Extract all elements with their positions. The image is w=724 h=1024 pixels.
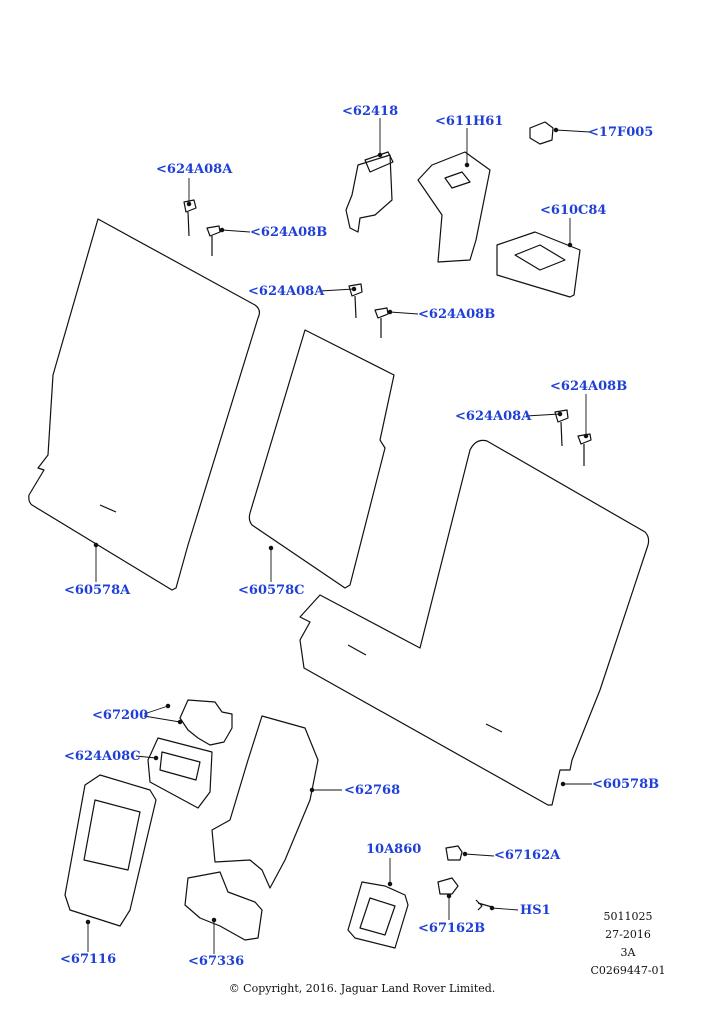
armrest-cover-62768 (211, 715, 319, 889)
callout-67200[interactable]: <67200 (92, 708, 149, 723)
callout-60578b[interactable]: <60578B (592, 777, 660, 792)
callout-10a860[interactable]: 10A860 (366, 842, 422, 857)
bracket-62418 (345, 154, 393, 233)
screw-set (183, 199, 592, 466)
callout-67336[interactable]: <67336 (188, 954, 245, 969)
copyright-notice: © Copyright, 2016. Jaguar Land Rover Lim… (228, 982, 496, 995)
plug-67162a (445, 845, 463, 861)
mechanism-67336 (184, 871, 263, 941)
callout-67162a[interactable]: <67162A (494, 848, 561, 863)
seat-back-panel-60578a (28, 218, 261, 591)
cover-611h61 (417, 151, 491, 263)
callout-624a08b-top[interactable]: <624A08B (250, 225, 328, 240)
diagram-date-code: 27-2016 (605, 928, 651, 941)
panel-tab-a (99, 504, 117, 513)
diagram-revision: 3A (620, 946, 636, 959)
callout-62768[interactable]: <62768 (344, 783, 401, 798)
callout-60578c[interactable]: <60578C (238, 583, 305, 598)
callout-611h61[interactable]: <611H61 (435, 114, 504, 129)
screw-hs1 (475, 899, 493, 911)
callout-17f005[interactable]: <17F005 (588, 125, 654, 140)
callout-60578a[interactable]: <60578A (64, 583, 131, 598)
bracket-67200 (179, 699, 233, 746)
callout-624a08a-mid[interactable]: <624A08A (248, 284, 325, 299)
seat-back-panel-60578b (299, 439, 650, 806)
panel-tab-b (485, 723, 503, 733)
diagram-ref-number: 5011025 (603, 910, 653, 923)
callout-624a08a-right[interactable]: <624A08A (455, 409, 532, 424)
seat-back-panel-60578c (248, 329, 395, 589)
diagram-image-code: C0269447-01 (590, 964, 666, 977)
callout-624a08b-mid[interactable]: <624A08B (418, 307, 496, 322)
callout-624a08a-top[interactable]: <624A08A (156, 162, 233, 177)
callout-624a08b-right[interactable]: <624A08B (550, 379, 628, 394)
armrest-base-67116 (64, 774, 157, 927)
unit-10a860 (347, 881, 409, 949)
callout-hs1[interactable]: HS1 (520, 903, 551, 918)
callout-67162b[interactable]: <67162B (418, 921, 486, 936)
leader-lines (85, 118, 592, 954)
callout-610c84[interactable]: <610C84 (540, 203, 607, 218)
cupholder-624a08c (147, 737, 213, 809)
tray-610c84 (496, 231, 581, 298)
panel-tab-c (347, 644, 367, 656)
clip-17f005 (529, 121, 554, 145)
callout-67116[interactable]: <67116 (60, 952, 117, 967)
callout-624a08c[interactable]: <624A08C (64, 749, 141, 764)
callout-62418[interactable]: <62418 (342, 104, 399, 119)
socket-67162b (437, 877, 459, 895)
